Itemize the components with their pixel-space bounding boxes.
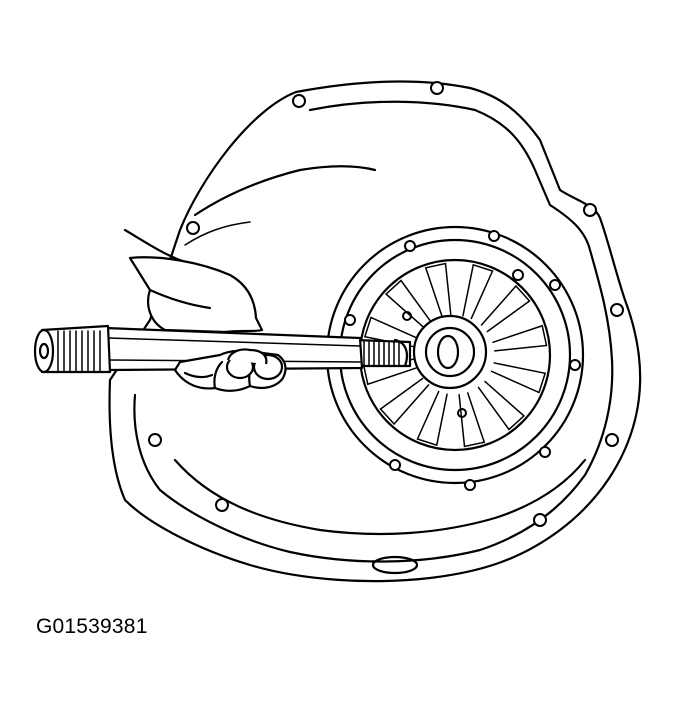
- housing-bolt-holes: [148, 81, 624, 527]
- housing-lower-contour: [173, 458, 587, 536]
- hand: [123, 228, 287, 392]
- diaphragm-spring-fingers: [362, 262, 548, 448]
- pilot-bore: [436, 334, 460, 370]
- release-hub-outer: [412, 314, 488, 390]
- clutch-alignment-shaft: [33, 324, 412, 374]
- housing-left-detail: [193, 165, 377, 217]
- release-hub-inner: [424, 326, 476, 378]
- figure-code: G01539381: [36, 615, 148, 638]
- inspection-opening: [371, 555, 419, 575]
- bell-housing-outline: [108, 80, 642, 583]
- clutch-cover-bolts: [344, 230, 581, 491]
- housing-left-rib: [184, 221, 251, 246]
- housing-inner-flange: [133, 100, 614, 563]
